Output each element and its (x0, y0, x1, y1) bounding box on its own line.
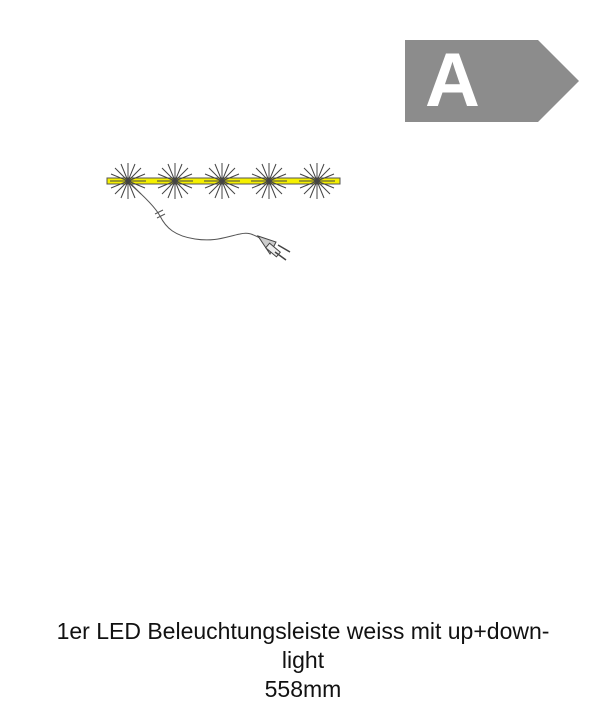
energy-class-letter: A (425, 38, 480, 123)
cable-icon (129, 183, 261, 241)
product-caption: 1er LED Beleuchtungsleiste weiss mit up+… (0, 617, 606, 704)
energy-arrow-icon (405, 40, 579, 122)
caption-line-1: 1er LED Beleuchtungsleiste weiss mit up+… (56, 618, 550, 644)
caption-line-3: 558mm (264, 676, 342, 702)
plug-icon (256, 235, 291, 261)
led-star-icon (110, 163, 335, 199)
energy-efficiency-label: A (405, 38, 580, 123)
led-light-bar-with-plug-icon (106, 163, 341, 261)
led-light-bar-drawing (100, 152, 360, 272)
caption-line-2: light (281, 647, 325, 673)
